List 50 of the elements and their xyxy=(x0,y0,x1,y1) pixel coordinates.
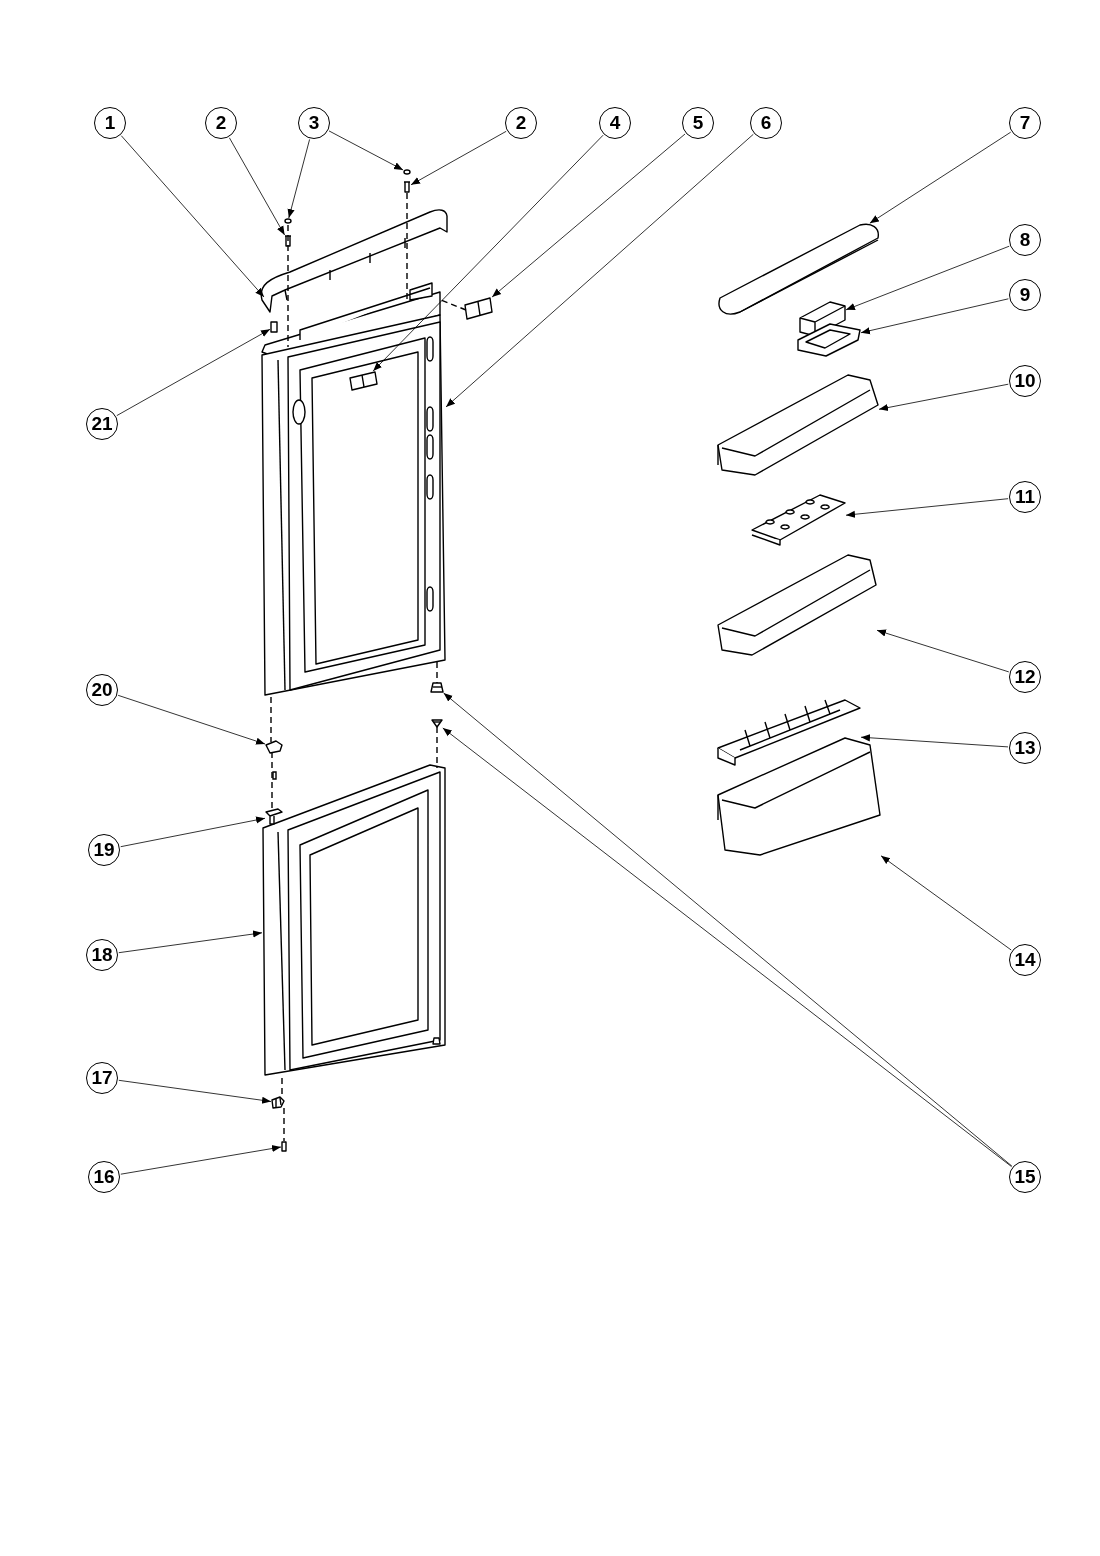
callout-number: 13 xyxy=(1009,732,1041,764)
upper-door-drawing xyxy=(261,282,446,696)
assembly-line xyxy=(436,661,438,684)
callout-number: 14 xyxy=(1009,944,1041,976)
callout-number: 17 xyxy=(86,1062,118,1094)
callout-number: 2 xyxy=(505,107,537,139)
screw-drawing xyxy=(281,1141,287,1152)
callout-number: 4 xyxy=(599,107,631,139)
egg-tray-drawing xyxy=(751,494,846,546)
pin-drawing xyxy=(270,321,278,333)
screw-drawing xyxy=(284,235,292,247)
callout-number: 21 xyxy=(86,408,118,440)
assembly-line xyxy=(436,726,438,769)
callout-number: 9 xyxy=(1009,279,1041,311)
hinge-drawing xyxy=(265,740,283,754)
hinge-drawing xyxy=(265,808,283,825)
callout-number: 12 xyxy=(1009,661,1041,693)
assembly-line xyxy=(271,751,273,811)
lower-door-drawing xyxy=(262,764,446,1076)
callout-number: 2 xyxy=(205,107,237,139)
assembly-line xyxy=(283,1107,285,1142)
callout-number: 19 xyxy=(88,834,120,866)
assembly-line xyxy=(287,224,289,348)
door-top-cover-drawing xyxy=(260,209,448,313)
callout-number: 7 xyxy=(1009,107,1041,139)
screw-cap-drawing xyxy=(284,218,292,224)
plug-drawing xyxy=(431,719,443,728)
callout-number: 1 xyxy=(94,107,126,139)
door-stop-drawing xyxy=(464,297,493,320)
hinge-drawing xyxy=(271,1096,285,1109)
callout-number: 8 xyxy=(1009,224,1041,256)
door-shelf-drawing xyxy=(717,374,879,476)
plug-drawing xyxy=(430,682,444,693)
butter-tray-drawing xyxy=(797,323,861,357)
callout-number: 20 xyxy=(86,674,118,706)
callout-number: 11 xyxy=(1009,481,1041,513)
door-shelf-drawing xyxy=(717,554,877,656)
assembly-line xyxy=(270,696,272,743)
callout-number: 15 xyxy=(1009,1161,1041,1193)
callout-number: 3 xyxy=(298,107,330,139)
callout-number: 10 xyxy=(1009,365,1041,397)
screw-drawing xyxy=(403,181,411,193)
callout-number: 18 xyxy=(86,939,118,971)
assembly-line xyxy=(440,299,467,311)
callout-number: 16 xyxy=(88,1161,120,1193)
screw-cap-drawing xyxy=(403,169,411,175)
callout-number: 5 xyxy=(682,107,714,139)
callout-number: 6 xyxy=(750,107,782,139)
assembly-line xyxy=(406,192,408,300)
shelf-rail-drawing xyxy=(717,699,861,766)
